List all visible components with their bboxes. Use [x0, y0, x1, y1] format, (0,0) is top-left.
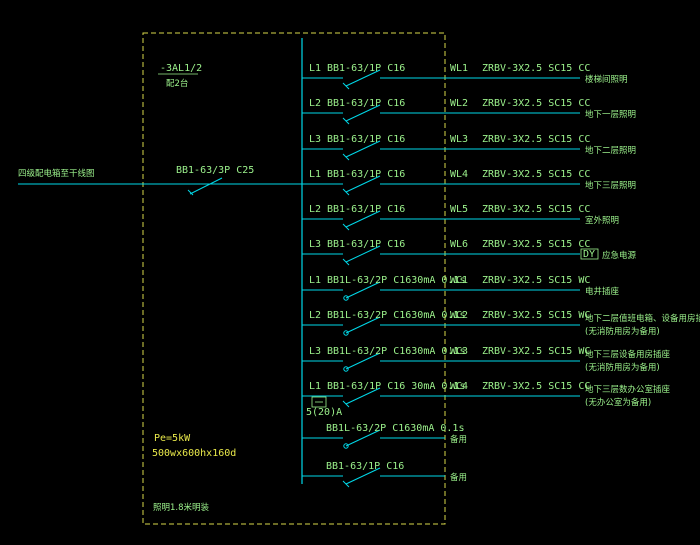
rcd-marker — [343, 366, 349, 372]
panel-name: -3AL1/2 — [160, 63, 202, 74]
breaker-cross — [342, 82, 350, 90]
rcd-marker — [343, 443, 349, 449]
breaker-label: BB1-63/1P C16 — [327, 98, 405, 109]
circuit-id: WL5 — [450, 204, 468, 215]
phase-label: L3 — [309, 239, 321, 250]
cable-label: ZRBV-3X2.5 SC15 WC — [482, 310, 590, 321]
circuit-id: WL6 — [450, 239, 468, 250]
circuit-id: WL2 — [450, 98, 468, 109]
circuit-id: WC3 — [450, 346, 468, 357]
rcd-marker — [343, 295, 349, 301]
circuit-destination-note: (无消防用房为备用) — [585, 326, 660, 337]
circuit-destination: 应急电源 — [602, 250, 637, 261]
breaker-cross — [342, 258, 350, 266]
main-breaker-blade — [189, 177, 223, 195]
breaker-cross — [342, 400, 350, 408]
breaker-label: BB1L-63/2P C1630mA 0.1s — [327, 310, 465, 321]
circuit-destination: 备用 — [450, 472, 467, 483]
breaker-label: BB1-63/1P C16 — [327, 169, 405, 180]
phase-label: L3 — [309, 134, 321, 145]
circuit-id: WL1 — [450, 63, 468, 74]
breaker-blade — [345, 281, 381, 299]
cable-label: ZRBV-3X2.5 SC15 CC — [482, 63, 590, 74]
phase-label: L1 — [309, 63, 321, 74]
breaker-blade — [345, 210, 381, 228]
phase-label: L2 — [309, 204, 321, 215]
cable-label: ZRBV-3X2.5 SC15 CC — [482, 381, 590, 392]
breaker-blade — [345, 69, 381, 87]
circuit-id: WL3 — [450, 134, 468, 145]
cable-label: ZRBV-3X2.5 SC15 CC — [482, 239, 590, 250]
incoming-label: 四级配电箱至干线图 — [18, 168, 95, 179]
panel-border — [142, 32, 446, 525]
breaker-blade — [345, 467, 381, 485]
cable-label: ZRBV-3X2.5 SC15 CC — [482, 169, 590, 180]
breaker-blade — [345, 429, 381, 447]
breaker-cross — [342, 480, 350, 488]
panel-load: Pe=5kW — [154, 433, 191, 444]
breaker-label: BB1L-63/2P C1630mA 0.1s — [327, 275, 465, 286]
circuit-destination: 备用 — [450, 434, 467, 445]
breaker-cross — [342, 153, 350, 161]
main-breaker-cross — [187, 189, 194, 196]
phase-label: L2 — [309, 310, 321, 321]
breaker-label: BB1-63/1P C16 — [327, 63, 405, 74]
circuit-id: WC2 — [450, 310, 468, 321]
circuit-destination: 室外照明 — [585, 215, 619, 226]
circuit-destination: 地下三层数办公室插座 — [585, 384, 671, 395]
breaker-blade — [345, 104, 381, 122]
main-breaker-label: BB1-63/3P C25 — [176, 165, 254, 176]
breaker-label: BB1L-63/2P C1630mA 0.1s — [327, 346, 465, 357]
breaker-label: BB1-63/1P C16 30mA 0.1s — [327, 381, 465, 392]
breaker-blade — [345, 352, 381, 370]
cable-label: ZRBV-3X2.5 SC15 CC — [482, 204, 590, 215]
circuit-id: WC4 — [450, 381, 468, 392]
phase-label: L2 — [309, 98, 321, 109]
phase-label: L1 — [309, 381, 321, 392]
circuit-destination: 楼梯间照明 — [585, 74, 628, 85]
breaker-blade — [345, 140, 381, 158]
breaker-label: BB1-63/1P C16 — [326, 461, 404, 472]
circuit-id: WL4 — [450, 169, 468, 180]
breaker-cross — [342, 188, 350, 196]
cable-label: ZRBV-3X2.5 SC15 WC — [482, 275, 590, 286]
breaker-blade — [345, 316, 381, 334]
breaker-blade — [345, 387, 381, 405]
breaker-label: BB1-63/1P C16 — [327, 239, 405, 250]
circuit-destination: 地下二层值班电箱、设备用房插座 — [585, 313, 700, 324]
breaker-cross — [342, 223, 350, 231]
panel-subtitle: 配2台 — [166, 78, 188, 89]
circuit-destination: 地下三层照明 — [585, 180, 636, 191]
phase-label: L1 — [309, 169, 321, 180]
meter-rating: 5(20)A — [306, 407, 342, 418]
breaker-cross — [342, 117, 350, 125]
circuit-destination-note: (无办公室为备用) — [585, 397, 651, 408]
circuit-id: WC1 — [450, 275, 468, 286]
dy-tag-box — [580, 248, 599, 260]
meter-box — [311, 396, 327, 408]
circuit-destination-note: (无消防用房为备用) — [585, 362, 660, 373]
breaker-label: BB1-63/1P C16 — [327, 204, 405, 215]
panel-size: 500wx600hx160d — [152, 448, 236, 459]
breaker-blade — [345, 245, 381, 263]
circuit-destination: 电井插座 — [585, 286, 620, 297]
cable-label: ZRBV-3X2.5 SC15 WC — [482, 346, 590, 357]
phase-label: L3 — [309, 346, 321, 357]
breaker-label: BB1-63/1P C16 — [327, 134, 405, 145]
panel-footer: 照明1.8米明装 — [153, 502, 210, 513]
dy-tag: DY — [583, 249, 595, 260]
circuit-destination: 地下一层照明 — [585, 109, 636, 120]
circuit-destination: 地下二层照明 — [585, 145, 636, 156]
phase-label: L1 — [309, 275, 321, 286]
breaker-label: BB1L-63/2P C1630mA 0.1s — [326, 423, 464, 434]
cable-label: ZRBV-3X2.5 SC15 CC — [482, 98, 590, 109]
cable-label: ZRBV-3X2.5 SC15 CC — [482, 134, 590, 145]
rcd-marker — [343, 330, 349, 336]
circuit-destination: 地下三层设备用房插座 — [585, 349, 671, 360]
breaker-blade — [345, 175, 381, 193]
